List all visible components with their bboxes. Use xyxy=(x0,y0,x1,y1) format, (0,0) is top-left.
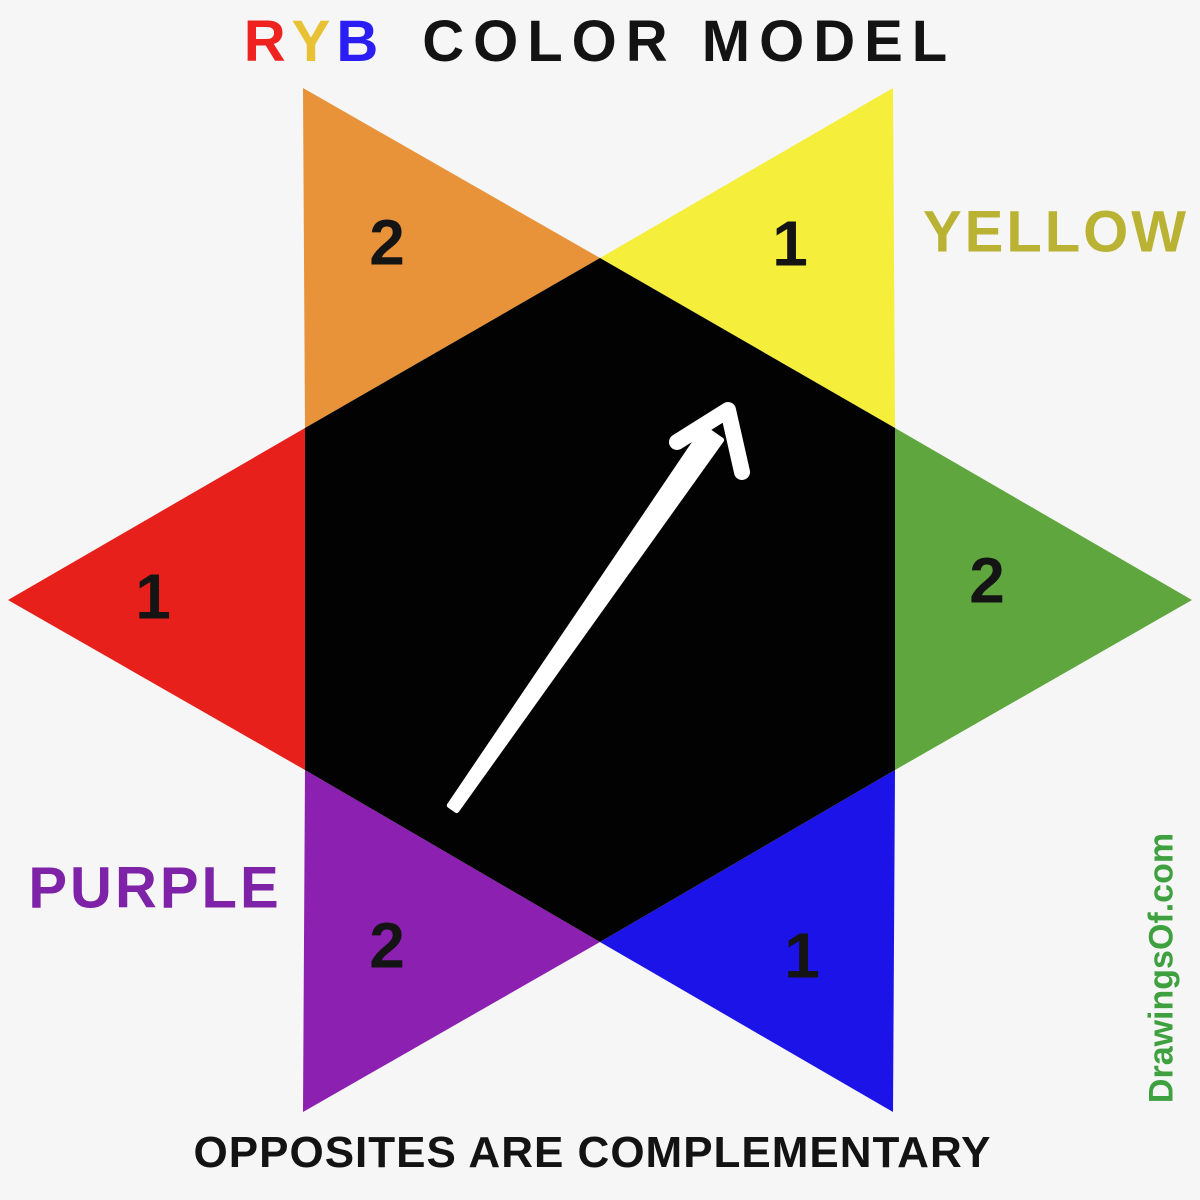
blue-triangle xyxy=(600,770,895,1112)
title-text: COLOR MODEL xyxy=(422,9,957,74)
arrow-head xyxy=(669,402,750,480)
title-letter-r: R xyxy=(243,9,292,74)
complementary-arrow xyxy=(446,402,750,814)
title-letter-y: Y xyxy=(291,9,337,74)
orange-number: 2 xyxy=(369,206,405,279)
yellow-number: 1 xyxy=(772,207,808,280)
purple-number: 2 xyxy=(369,909,405,982)
red-triangle xyxy=(8,428,305,770)
arrow-shaft xyxy=(446,425,725,814)
purple-triangle xyxy=(303,770,600,1112)
watermark-drawingsof: DrawingsOf.com xyxy=(1142,832,1181,1104)
purple-label: PURPLE xyxy=(28,855,282,921)
yellow-label: YELLOW xyxy=(922,199,1190,265)
blue-number: 1 xyxy=(784,919,820,992)
caption-opposites-complementary: OPPOSITES ARE COMPLEMENTARY xyxy=(193,1128,992,1177)
orange-triangle xyxy=(303,88,600,428)
title-letter-b: B xyxy=(336,9,385,74)
page-title: RYB COLOR MODEL xyxy=(0,8,1200,75)
green-number: 2 xyxy=(969,544,1005,617)
red-number: 1 xyxy=(135,560,171,633)
green-triangle xyxy=(895,428,1192,770)
yellow-triangle xyxy=(600,88,895,428)
